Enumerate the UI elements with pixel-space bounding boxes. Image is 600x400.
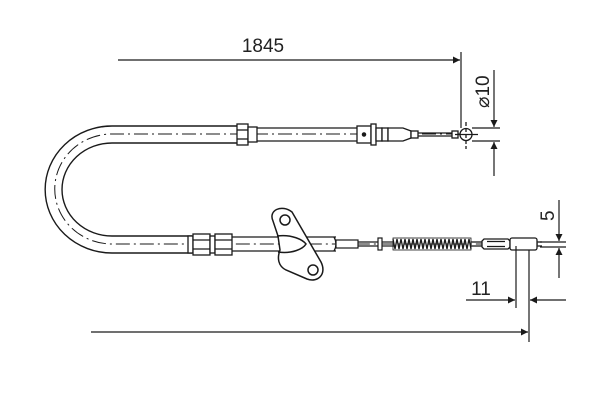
- upper-ball-end: [455, 122, 478, 149]
- upper-crimp-sleeve: [236, 123, 258, 146]
- cable-centerline: [54, 133, 540, 245]
- return-spring: [392, 237, 472, 251]
- dimension-label-fitting-length: 11: [471, 279, 491, 300]
- dimension-fitting-length: [466, 246, 566, 308]
- mounting-bracket: [271, 207, 324, 281]
- bracket-hole-bottom: [307, 264, 319, 276]
- bracket-hole-top: [279, 214, 291, 226]
- upper-sheath-tube: [257, 127, 357, 142]
- dimension-label-inner-diameter: 5: [538, 210, 559, 221]
- dimension-label-end-diameter: ⌀10: [473, 75, 494, 108]
- dimension-label-overall-length: 1845: [242, 36, 284, 57]
- lower-end-fitting: [471, 237, 542, 251]
- dimension-inner-diameter: [540, 200, 566, 278]
- inner-cable: [335, 237, 394, 251]
- dimension-end-diameter: [472, 70, 500, 176]
- cable-sheath: [44, 125, 238, 254]
- dimension-overall-length: [91, 52, 530, 342]
- lower-crimp-sleeve: [187, 233, 233, 256]
- upper-end-fitting: [356, 123, 459, 146]
